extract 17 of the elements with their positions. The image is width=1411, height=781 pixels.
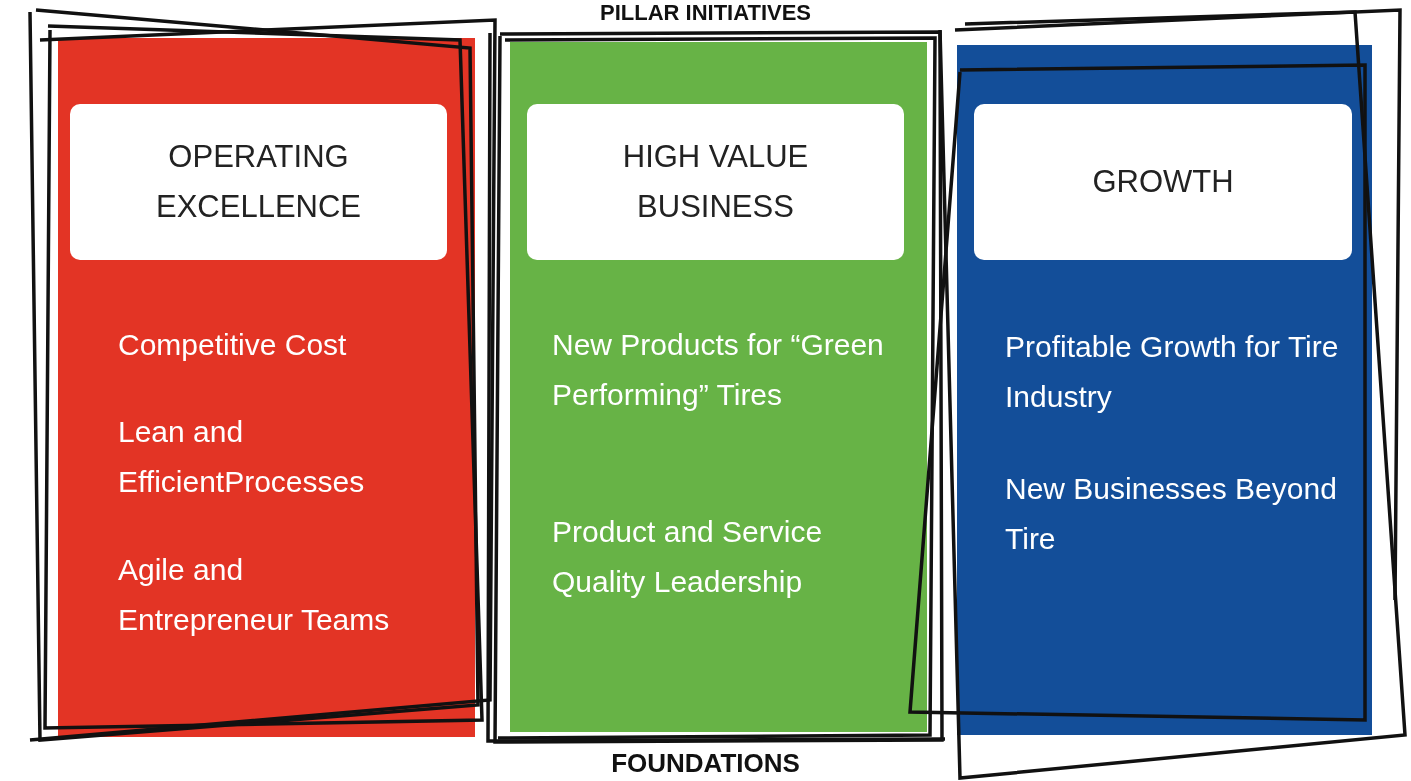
pillar-item-text: Lean and EfficientProcesses — [118, 414, 366, 500]
pillar-heading: GROWTH — [1091, 163, 1235, 201]
top-heading: PILLAR INITIATIVES — [598, 0, 812, 26]
pillar-item-text: Profitable Growth for Tire Industry — [1005, 329, 1340, 415]
bottom-heading: FOUNDATIONS — [610, 748, 801, 779]
pillar-panel — [58, 38, 475, 737]
heading-card — [974, 104, 1352, 260]
heading-card — [527, 104, 904, 260]
pillar-heading: HIGH VALUE BUSINESS — [621, 138, 810, 226]
pillar-heading: OPERATING EXCELLENCE — [155, 138, 362, 226]
pillar-panel — [957, 45, 1372, 735]
pillar-item-text: Agile and Entrepreneur Teams — [118, 552, 391, 638]
heading-card — [70, 104, 447, 260]
pillar-item-text: Competitive Cost — [118, 327, 348, 363]
pillar-item-text: New Products for “Green Performing” Tires — [552, 327, 885, 413]
pillar-item-text: Product and Service Quality Leadership — [552, 514, 824, 600]
pillar-item-text: New Businesses Beyond Tire — [1005, 471, 1338, 557]
